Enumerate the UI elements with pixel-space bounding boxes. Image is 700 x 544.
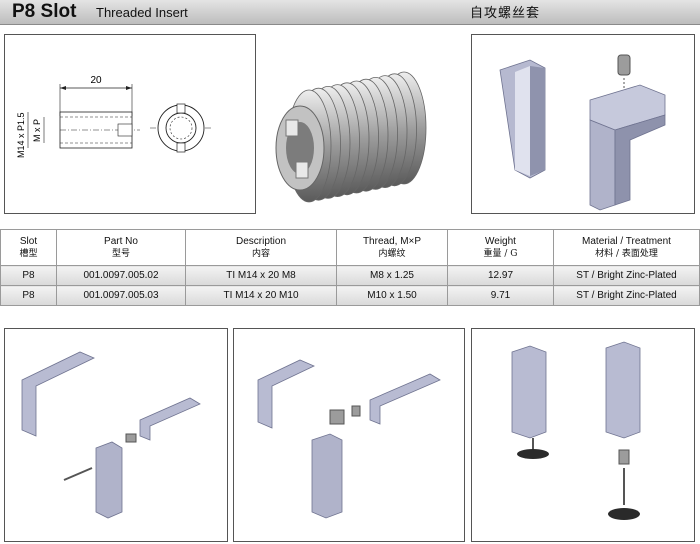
application-panel-3 [471,328,695,542]
thread-ring [334,80,379,194]
slot-title: P8 Slot [12,1,77,22]
cell-slot: P8 [0,285,57,306]
table-row: P8 001.0097.005.02 TI M14 x 20 M8 M8 x 1… [0,265,700,286]
cell-thread: M10 x 1.50 [336,285,448,306]
application-panel-2 [233,328,465,542]
cell-part-no: 001.0097.005.02 [56,265,186,286]
product-name-cn: 自攻螺丝套 [470,5,541,20]
thread-ring [305,85,351,199]
application-panel-1 [4,328,228,542]
cell-description: TI M14 x 20 M8 [185,265,337,286]
thread-ring [315,84,360,198]
drawing-panel [4,34,256,214]
thread-ring [324,82,370,196]
thread-ring [381,71,427,185]
cell-weight: 12.97 [447,265,554,286]
assembly-panel [471,34,695,214]
cell-slot: P8 [0,265,57,286]
cell-thread: M8 x 1.25 [336,265,448,286]
cell-weight: 9.71 [447,285,554,306]
thread-ring [353,76,398,190]
thread-ring [343,78,389,192]
cell-description: TI M14 x 20 M10 [185,285,337,306]
cell-material: ST / Bright Zinc-Plated [553,285,700,306]
product-name: Threaded Insert [96,5,188,20]
thread-ring [362,75,408,189]
thread-ring [286,89,332,203]
thread-ring [296,87,341,201]
title-bar: P8 Slot Threaded Insert 自攻螺丝套 [0,0,700,25]
cell-material: ST / Bright Zinc-Plated [553,265,700,286]
cell-part-no: 001.0097.005.03 [56,285,186,306]
table-row: P8 001.0097.005.03 TI M14 x 20 M10 M10 x… [0,285,700,306]
thread-ring [372,73,417,187]
